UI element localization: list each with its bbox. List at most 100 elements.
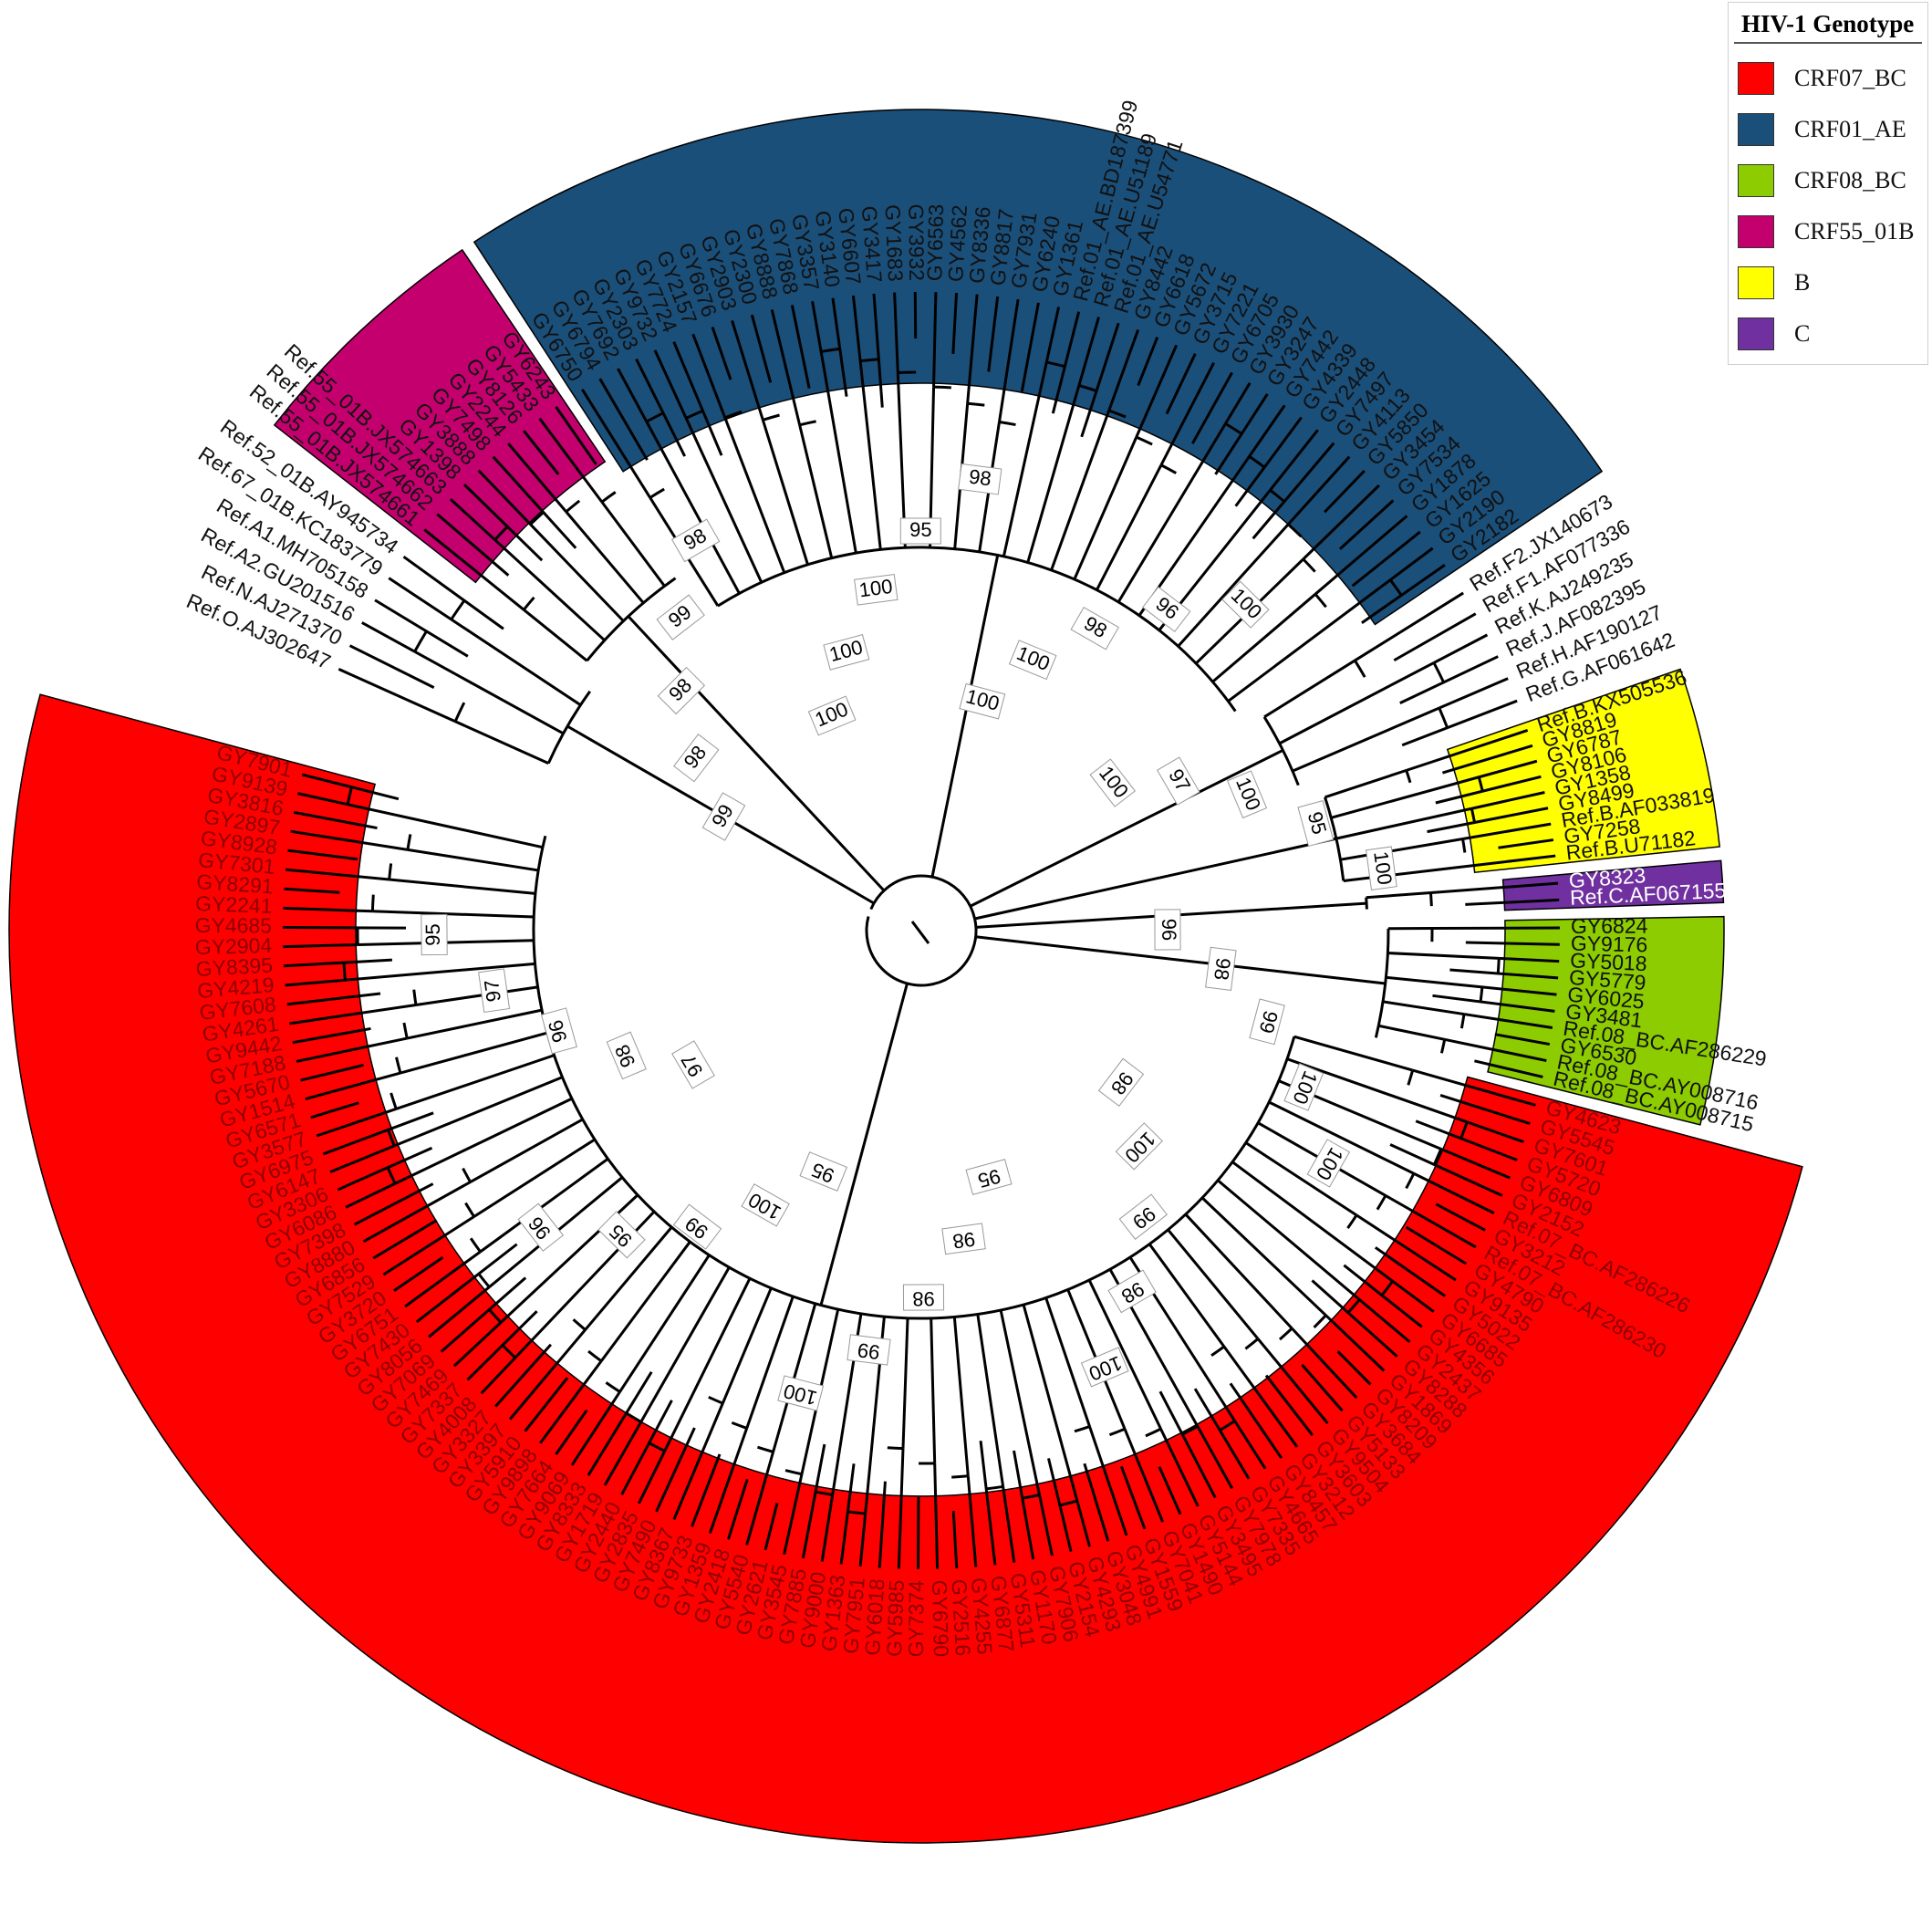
- bootstrap-value: 99: [672, 1203, 722, 1250]
- tip-branch: [283, 943, 358, 949]
- tip-branch: [404, 1250, 482, 1308]
- tip-branch: [979, 1441, 997, 1566]
- bootstrap-box: [1107, 1269, 1157, 1314]
- bootstrap-value: 98: [1097, 1057, 1145, 1108]
- tip-branch: [1415, 1119, 1518, 1161]
- internal-branch: [1263, 659, 1356, 719]
- tip-branch: [620, 1400, 673, 1495]
- tip-branch: [1229, 1382, 1283, 1459]
- tip-branch: [1431, 926, 1560, 931]
- internal-branch: [479, 1157, 609, 1254]
- internal-branch: [1108, 1427, 1126, 1437]
- tip-branch: [1269, 429, 1319, 492]
- legend-item-crf08-bc: CRF08_BC: [1729, 155, 1927, 206]
- tip-branch: [1405, 1225, 1467, 1265]
- legend-item-crf07-bc: CRF07_BC: [1729, 53, 1927, 104]
- internal-branch: [762, 413, 780, 422]
- tip-branch: [466, 1310, 538, 1381]
- tip-branch: [951, 1510, 959, 1569]
- tip-branch: [1248, 404, 1286, 458]
- internal-branch: [450, 599, 466, 620]
- bootstrap-value: 98: [657, 666, 706, 715]
- tip-branch: [1264, 1374, 1314, 1437]
- internal-branch: [395, 1057, 402, 1074]
- internal-branch: [454, 720, 549, 765]
- tip-branch: [831, 297, 848, 397]
- internal-branch: [639, 1266, 731, 1423]
- tip-label: GY9176: [1571, 932, 1648, 957]
- internal-branch: [605, 1381, 621, 1393]
- internal-branch: [721, 1287, 773, 1404]
- internal-branch: [345, 962, 535, 982]
- tip-branch: [462, 484, 544, 562]
- tip-branch: [1159, 362, 1215, 466]
- internal-branch: [649, 487, 665, 499]
- internal-branch: [1059, 1499, 1078, 1507]
- tip-branch: [598, 378, 649, 461]
- tip-branch: [1471, 791, 1545, 810]
- internal-branch: [1136, 435, 1153, 446]
- internal-branch: [1278, 661, 1435, 745]
- tip-branch: [283, 925, 407, 930]
- tree-branches: [283, 292, 1560, 1569]
- clade-stem: [819, 983, 909, 1306]
- tip-branch: [337, 1146, 433, 1192]
- internal-branch: [462, 1167, 472, 1183]
- internal-branch: [565, 499, 581, 514]
- tip-branch: [388, 577, 452, 621]
- tip-branch: [1159, 1428, 1200, 1507]
- tip-branch: [428, 1286, 491, 1338]
- internal-branch: [772, 1303, 817, 1452]
- bootstrap-value: 98: [670, 518, 721, 563]
- internal-branch: [930, 1317, 937, 1463]
- legend-divider: [1734, 42, 1922, 44]
- internal-branch: [1074, 1425, 1090, 1433]
- tip-branch: [1432, 994, 1555, 1013]
- tip-branch: [382, 1215, 475, 1276]
- internal-branch: [1231, 1161, 1394, 1283]
- tip-branch: [1119, 1465, 1147, 1530]
- bootstrap-value: 99: [656, 594, 705, 640]
- bootstrap-value: 95: [421, 913, 448, 956]
- tip-branch: [1393, 612, 1477, 662]
- internal-branch: [1496, 958, 1501, 974]
- internal-branch: [1022, 1304, 1079, 1502]
- tip-branch: [1466, 1120, 1525, 1144]
- tip-branch: [1302, 484, 1380, 560]
- tip-branch: [322, 1111, 434, 1156]
- bootstrap-box: [606, 1031, 647, 1080]
- internal-branch: [1278, 1327, 1293, 1341]
- clade-arc: [546, 690, 592, 765]
- tip-branch: [1013, 1450, 1035, 1560]
- tip-branch: [555, 406, 597, 465]
- bootstrap-box: [540, 1007, 577, 1055]
- tip-branch: [297, 792, 348, 807]
- bootstrap-value: 100: [823, 634, 870, 671]
- tip-branch: [440, 1276, 527, 1353]
- internal-branch: [625, 1411, 642, 1423]
- internal-branch: [406, 1008, 543, 1040]
- tip-branch: [603, 1421, 643, 1486]
- internal-branch: [1227, 578, 1392, 703]
- tip-branch: [423, 528, 525, 611]
- internal-branch: [745, 1296, 795, 1429]
- bootstrap-box: [673, 734, 720, 783]
- tip-branch: [726, 1479, 749, 1540]
- tip-branch: [289, 1003, 417, 1025]
- bootstrap-box: [478, 968, 511, 1013]
- bootstrap-value: 97: [478, 968, 511, 1013]
- tip-branch: [1222, 1346, 1299, 1448]
- tip-branch: [1440, 1147, 1511, 1180]
- internal-branch: [1432, 1148, 1443, 1166]
- bootstrap-box: [657, 666, 706, 715]
- bootstrap-label: 97: [480, 978, 505, 1004]
- tip-branch: [1311, 1279, 1398, 1358]
- tip-branch: [296, 1036, 408, 1063]
- tip-branch: [1123, 1428, 1165, 1523]
- bootstrap-value: 95: [899, 517, 941, 545]
- tip-branch: [872, 293, 884, 408]
- bootstrap-box: [799, 1151, 848, 1192]
- internal-branch: [1479, 986, 1484, 1003]
- tip-branch: [286, 992, 381, 1006]
- internal-branch: [347, 803, 544, 849]
